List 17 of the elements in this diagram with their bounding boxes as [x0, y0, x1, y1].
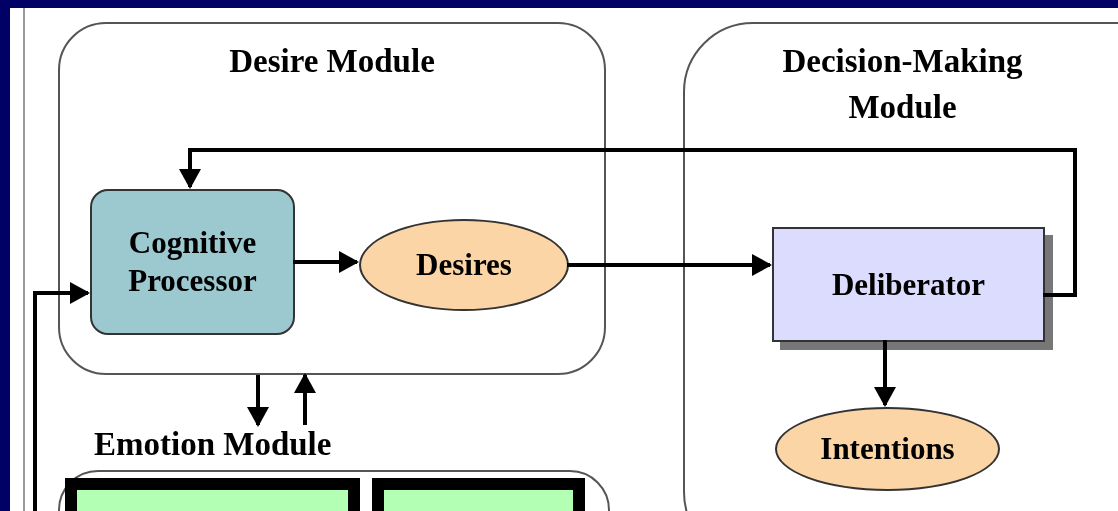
arrow [179, 148, 1077, 297]
module-panel [683, 22, 1118, 511]
module-title: Emotion Module [94, 426, 332, 462]
node-label: Deliberator [830, 265, 987, 304]
arrow [33, 282, 90, 511]
node-label: Intentions [819, 430, 956, 468]
module-panel [58, 22, 606, 375]
module-title: Desire Module [228, 42, 436, 81]
arrow [247, 375, 269, 427]
node-label: Cognitive Processor [127, 224, 258, 300]
arrow [294, 373, 316, 425]
arrow [567, 254, 772, 276]
arrow [874, 340, 896, 407]
process-box [90, 189, 295, 335]
module-title: Decision-Making Module [781, 42, 1024, 127]
arrow [293, 251, 359, 273]
node-label: Desires [415, 246, 513, 284]
